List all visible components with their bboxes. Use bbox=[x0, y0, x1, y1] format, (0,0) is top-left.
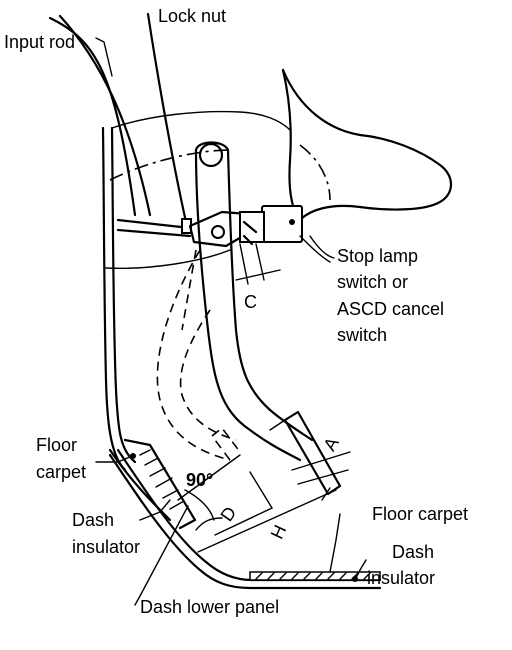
floor-carpet-left-label-line1: Floor bbox=[36, 435, 78, 455]
dash-insulator-right-label-line1: Dash bbox=[392, 542, 435, 562]
dash-insulator-left-label-line2: insulator bbox=[72, 537, 141, 557]
upper-body-panel bbox=[281, 68, 453, 222]
angle-90-label: 90° bbox=[186, 470, 214, 490]
dash-lower-panel-label: Dash lower panel bbox=[140, 597, 280, 617]
dash-insulator-right-label-line2: insulator bbox=[367, 568, 436, 588]
input-rod-label: Input rod bbox=[4, 32, 76, 52]
pedal-pad bbox=[269, 410, 342, 496]
stop-lamp-switch-label-line4: switch bbox=[337, 325, 388, 345]
right-angle-marker bbox=[184, 489, 223, 531]
stop-lamp-switch-label-line1: Stop lamp bbox=[337, 246, 419, 266]
dash-lower-panel bbox=[108, 448, 382, 590]
reference-lines bbox=[105, 144, 331, 269]
dash-insulator-left-label-line1: Dash bbox=[72, 510, 115, 530]
lock-nut-label: Lock nut bbox=[158, 6, 227, 26]
stop-lamp-switch bbox=[239, 205, 331, 263]
pedal-arm bbox=[194, 141, 314, 462]
left-floor-insulation bbox=[108, 438, 197, 530]
stop-lamp-switch-label-line3: ASCD cancel bbox=[337, 299, 445, 319]
pedal-depressed-outline bbox=[156, 249, 241, 461]
dimension-c-lines bbox=[235, 243, 281, 285]
floor-carpet-right-label: Floor carpet bbox=[372, 504, 469, 524]
floor-carpet-left-label-line2: carpet bbox=[36, 462, 87, 482]
input-rod bbox=[48, 14, 192, 238]
dimension-c-label: C bbox=[244, 292, 257, 312]
leader-lines bbox=[95, 37, 367, 606]
lock-nut bbox=[146, 12, 192, 234]
right-floor-carpet bbox=[249, 571, 381, 582]
dash-side-panel bbox=[101, 110, 291, 472]
stop-lamp-switch-label-line2: switch or bbox=[337, 272, 409, 292]
